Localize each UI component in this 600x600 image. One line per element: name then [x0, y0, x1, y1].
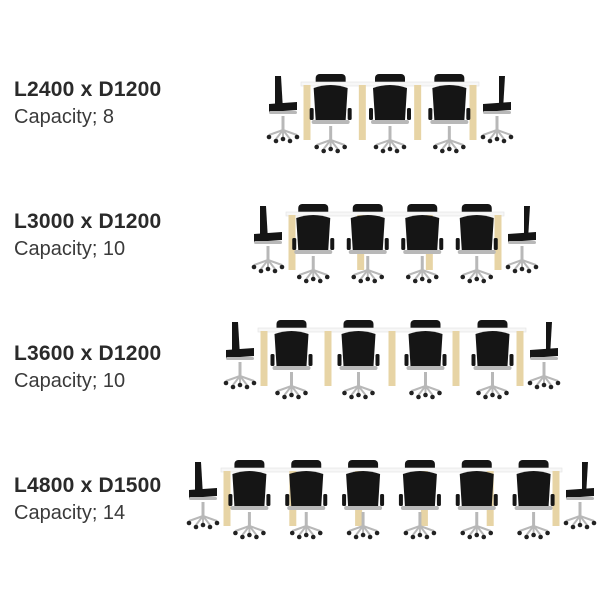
config-dimensions: L3000 x D1200 — [14, 210, 162, 233]
table-top — [285, 211, 505, 217]
chair-icon — [309, 85, 352, 154]
chair-icon — [337, 331, 380, 400]
table-leg — [552, 471, 560, 526]
chair-base-icon — [460, 512, 494, 540]
table-leg — [303, 85, 311, 140]
table-illustration-3000 — [251, 204, 539, 284]
chair-base-icon — [405, 256, 439, 284]
config-row-3000: L3000 x D1200 Capacity; 10 — [0, 202, 600, 284]
chair-base-icon — [351, 256, 385, 284]
chair-icon — [512, 471, 555, 540]
chair-base-icon — [251, 246, 285, 274]
side-chair-icon — [251, 206, 285, 274]
side-chair-icon — [186, 462, 220, 530]
chair-base-icon — [433, 126, 466, 154]
side-chair-icon — [266, 76, 300, 144]
chair-base-icon — [460, 256, 494, 284]
chair-icon — [342, 471, 385, 540]
table-leg — [260, 331, 268, 386]
table-leg — [452, 331, 460, 386]
chair-base-icon — [275, 372, 308, 400]
table-leg — [288, 215, 296, 270]
config-label: L4800 x D1500 Capacity; 14 — [14, 474, 161, 525]
chair-icon — [455, 471, 498, 540]
side-chair-icon — [505, 206, 539, 274]
config-capacity: Capacity; 10 — [14, 370, 126, 392]
table-illustration-3600 — [223, 320, 561, 400]
table-illustration-2400 — [266, 74, 514, 154]
config-label: L3600 x D1200 Capacity; 10 — [14, 342, 161, 393]
table-leg — [494, 215, 502, 270]
config-dimensions: L3600 x D1200 — [14, 342, 162, 365]
chair-base-icon — [266, 116, 300, 144]
config-row-3600: L3600 x D1200 Capacity; 10 — [0, 318, 600, 400]
chair-icon — [455, 215, 498, 284]
table-legs — [260, 331, 524, 386]
config-label: L3000 x D1200 Capacity; 10 — [14, 210, 161, 261]
front-chairs — [270, 331, 514, 400]
chair-base-icon — [314, 126, 347, 154]
config-label: L2400 x D1200 Capacity; 8 — [14, 78, 161, 129]
chair-icon — [471, 331, 514, 400]
table-leg — [324, 331, 332, 386]
config-capacity: Capacity; 10 — [14, 238, 126, 260]
chair-icon — [428, 85, 471, 154]
table-legs — [303, 85, 477, 140]
chair-base-icon — [403, 512, 437, 540]
chair-icon — [228, 471, 271, 540]
chair-icon — [398, 471, 441, 540]
chair-icon — [401, 215, 444, 284]
front-chairs — [309, 85, 471, 154]
chair-base-icon — [233, 512, 266, 540]
chair-base-icon — [409, 372, 442, 400]
side-chair-icon — [527, 322, 561, 390]
table-leg — [388, 331, 396, 386]
side-chair-icon — [563, 462, 597, 530]
table-leg — [469, 85, 477, 140]
table-leg — [223, 471, 231, 526]
table-illustration-4800 — [186, 460, 597, 540]
chair-base-icon — [223, 362, 257, 390]
chair-icon — [369, 85, 411, 154]
chair-base-icon — [527, 362, 561, 390]
chair-base-icon — [505, 246, 539, 274]
chair-base-icon — [186, 502, 220, 530]
chair-base-icon — [346, 512, 380, 540]
table-legs — [223, 471, 560, 526]
config-dimensions: L2400 x D1200 — [14, 78, 162, 101]
table-leg — [358, 85, 366, 140]
chair-icon — [292, 215, 335, 284]
chair-base-icon — [342, 372, 375, 400]
side-chair-icon — [480, 76, 514, 144]
chair-icon — [285, 471, 328, 540]
table-leg — [414, 85, 422, 140]
config-capacity: Capacity; 8 — [14, 106, 115, 128]
config-dimensions: L4800 x D1500 — [14, 474, 162, 497]
config-row-2400: L2400 x D1200 Capacity; 8 — [0, 72, 600, 154]
config-capacity: Capacity; 14 — [14, 502, 126, 524]
chair-base-icon — [289, 512, 323, 540]
front-chairs — [228, 471, 555, 540]
chair-base-icon — [296, 256, 330, 284]
chair-base-icon — [373, 126, 407, 154]
chair-base-icon — [563, 502, 597, 530]
chair-base-icon — [480, 116, 514, 144]
chair-base-icon — [476, 372, 509, 400]
chair-icon — [346, 215, 389, 284]
chair-base-icon — [517, 512, 550, 540]
side-chair-icon — [223, 322, 257, 390]
chair-icon — [270, 331, 313, 400]
config-row-4800: L4800 x D1500 Capacity; 14 — [0, 458, 600, 542]
table-top — [220, 467, 563, 473]
chair-icon — [404, 331, 447, 400]
front-chairs — [292, 215, 498, 284]
table-leg — [516, 331, 524, 386]
